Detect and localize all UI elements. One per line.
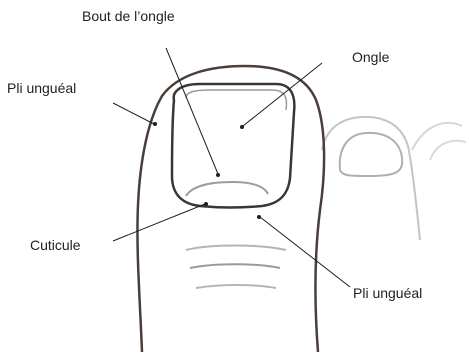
label-cuticle: Cuticule [30, 238, 81, 252]
knuckle-creases [186, 246, 286, 289]
nail-plate [172, 84, 294, 208]
point-nail-fold-right [257, 215, 261, 219]
leader-nail [243, 63, 322, 126]
leader-nail-fold-right [260, 217, 350, 287]
leader-endpoints [153, 122, 261, 219]
label-nail: Ongle [352, 50, 389, 64]
label-nail-fold-right: Pli unguéal [353, 286, 422, 300]
finger-outline [137, 66, 324, 352]
adjacent-finger [322, 117, 466, 240]
leader-cuticle [113, 204, 205, 241]
point-cuticle [204, 202, 208, 206]
point-nail [240, 125, 244, 129]
label-nail-fold-left: Pli unguéal [7, 81, 76, 95]
leader-nail-fold-left [113, 103, 154, 124]
lunula [186, 182, 268, 196]
label-nail-tip: Bout de l’ongle [82, 9, 175, 23]
point-nail-fold-left [153, 122, 157, 126]
point-nail-tip [216, 173, 220, 177]
nail-free-edge [186, 90, 286, 110]
